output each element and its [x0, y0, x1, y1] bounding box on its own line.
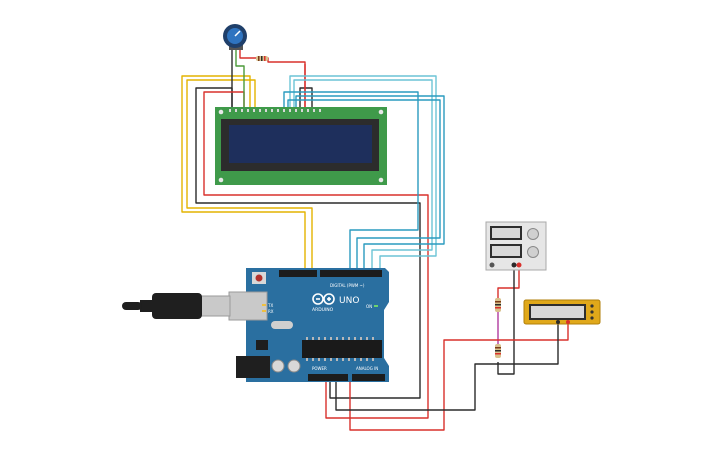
- digital-header-label: DIGITAL (PWM ~): [330, 283, 365, 288]
- resistor-1[interactable]: [495, 298, 501, 312]
- usb-cable-wire: [122, 302, 142, 310]
- wire-blue-3[interactable]: [287, 99, 441, 272]
- arduino-logo: [312, 293, 335, 305]
- supply-pos-terminal[interactable]: [516, 262, 522, 268]
- crystal: [271, 321, 293, 329]
- wire-blue-2[interactable]: [295, 95, 445, 272]
- power-supply[interactable]: [485, 221, 547, 271]
- wire-black-supply[interactable]: [497, 265, 515, 375]
- wire-red-supply[interactable]: [497, 265, 520, 300]
- usb-plug-body: [152, 293, 202, 319]
- arduino-uno[interactable]: UNO ARDUINO DIGITAL (PWM ~) POWER ANALOG…: [228, 268, 389, 382]
- on-label: ON: [366, 304, 372, 309]
- wire-yellow-2[interactable]: [186, 79, 313, 272]
- wire-blue-1[interactable]: [283, 91, 419, 272]
- multimeter[interactable]: [523, 299, 601, 325]
- potentiometer[interactable]: [223, 24, 247, 50]
- usb-port: [228, 291, 268, 321]
- wire-cyan-2[interactable]: [293, 79, 433, 272]
- capacitor-1: [271, 359, 285, 373]
- wire-black-2[interactable]: [299, 87, 313, 108]
- regulator: [256, 340, 268, 350]
- power-header-label: POWER: [312, 366, 327, 371]
- pot-indicator: [234, 30, 241, 37]
- usb-plug-metal: [199, 295, 231, 317]
- multimeter-display: [531, 306, 584, 318]
- lcd-screen: [229, 125, 372, 163]
- supply-knob-1[interactable]: [527, 228, 539, 240]
- wire-green-pot[interactable]: [235, 46, 245, 108]
- multimeter-v-terminal[interactable]: [566, 320, 570, 324]
- resistor-pot[interactable]: [256, 56, 268, 61]
- wires: [181, 46, 569, 431]
- model-label: UNO: [339, 296, 359, 306]
- analog-header: [352, 374, 385, 381]
- digital-header-1: [279, 270, 317, 277]
- capacitor-2: [287, 359, 301, 373]
- resistor-2[interactable]: [495, 344, 501, 358]
- wire-black-1[interactable]: [195, 87, 421, 399]
- lcd-pin-header: [229, 109, 321, 112]
- brand-label: ARDUINO: [312, 307, 334, 313]
- multimeter-com-terminal[interactable]: [556, 320, 560, 324]
- power-jack: [236, 356, 270, 378]
- usb-cable[interactable]: [122, 293, 231, 319]
- wire-red-meter[interactable]: [349, 322, 569, 431]
- power-header: [308, 374, 348, 381]
- analog-header-label: ANALOG IN: [356, 366, 378, 371]
- wire-red-1[interactable]: [203, 91, 429, 419]
- digital-header-2: [320, 270, 382, 277]
- wire-black-meter[interactable]: [335, 322, 559, 411]
- rx-label: RX: [268, 309, 274, 314]
- lcd-display[interactable]: [215, 107, 387, 185]
- supply-knob-2[interactable]: [527, 246, 539, 258]
- microcontroller-chip: [302, 340, 382, 358]
- tx-label: TX: [267, 303, 273, 308]
- wire-yellow-1[interactable]: [181, 75, 306, 272]
- supply-neg-terminal[interactable]: [511, 262, 517, 268]
- wire-cyan-1[interactable]: [289, 75, 437, 272]
